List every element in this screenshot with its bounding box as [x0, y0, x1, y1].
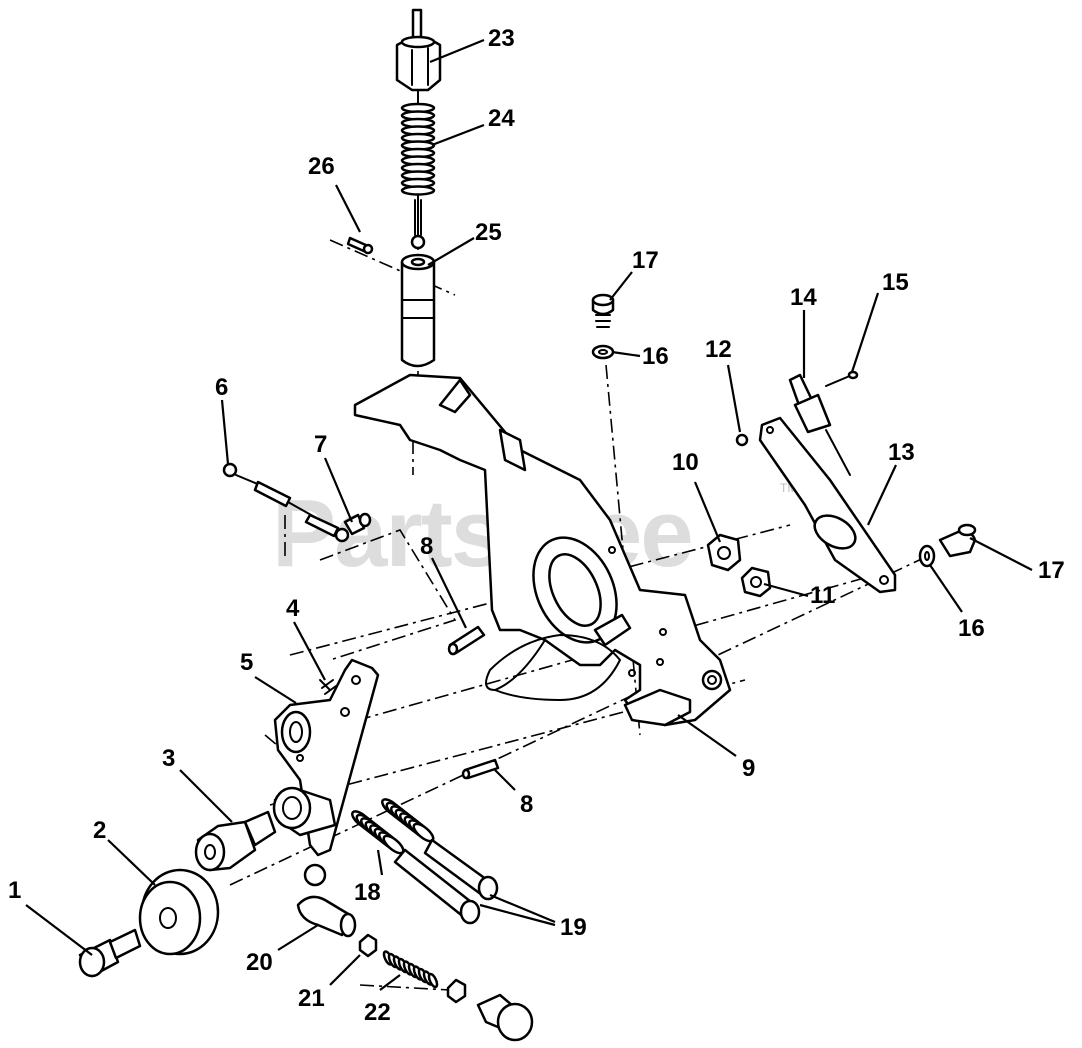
part-26-pin: [346, 236, 374, 255]
callout-8-upper: 8: [420, 533, 433, 560]
callout-6: 6: [215, 374, 228, 401]
callout-24: 24: [488, 105, 515, 132]
callout-13: 13: [888, 439, 915, 466]
part-13-plate: [758, 416, 897, 594]
callout-17-right: 17: [1038, 557, 1065, 584]
part-22-threaded-rod: [382, 950, 439, 989]
part-16-washer-top: [591, 344, 615, 360]
main-bracket: [353, 373, 732, 727]
callout-4: 4: [286, 595, 300, 622]
part-bearing-socket: [272, 786, 337, 837]
part-10-nut: [706, 533, 742, 572]
part-2-pulley: [138, 868, 220, 956]
part-5-lever-arm: [273, 658, 380, 857]
part-21-nut: [358, 933, 378, 958]
callout-20: 20: [246, 949, 273, 976]
part-21-nut-lower: [446, 978, 467, 1004]
callout-7: 7: [314, 431, 327, 458]
part-18-springs: [351, 798, 435, 855]
callout-26: 26: [308, 153, 335, 180]
callout-9: 9: [742, 755, 755, 782]
part-7-screw: [343, 512, 372, 536]
part-1-bolt: [78, 928, 142, 978]
callout-12: 12: [705, 336, 732, 363]
callout-2: 2: [93, 817, 106, 844]
callout-1: 1: [8, 877, 21, 904]
callout-15: 15: [882, 269, 909, 296]
part-25-bushing: [400, 253, 436, 368]
callout-21: 21: [298, 985, 325, 1012]
part-19-bolts: [393, 838, 499, 925]
ball-lower-icon: [303, 863, 327, 887]
part-16-washer-right: [918, 544, 936, 568]
callout-22: 22: [364, 999, 391, 1026]
part-15-screw: [825, 370, 859, 387]
part-4-spring-clip: [319, 679, 337, 695]
callout-23: 23: [488, 25, 515, 52]
part-23-fitting: [395, 8, 442, 92]
ball-icon: [410, 234, 426, 250]
callout-3: 3: [162, 745, 175, 772]
part-20-elbow: [296, 895, 357, 938]
callout-labels: 23 24 26 25 17 16 14 15 12 10 11 13 17 1…: [8, 25, 1065, 1026]
callout-17-top: 17: [632, 247, 659, 274]
part-8-pin-lower: [461, 758, 500, 780]
callout-5: 5: [240, 649, 253, 676]
knob-bottom: [476, 993, 534, 1042]
part-3-bushing: [194, 810, 277, 872]
part-11-nut: [740, 566, 772, 598]
callout-19: 19: [560, 914, 587, 941]
callout-16-top: 16: [642, 343, 669, 370]
part-14-switch: [788, 373, 851, 476]
part-12-nut: [735, 433, 749, 447]
part-17-screw-right: [938, 523, 977, 558]
callout-16-right: 16: [958, 615, 985, 642]
part-6-cable: [222, 462, 350, 543]
part-17-screw-top: [591, 293, 615, 328]
leader-lines: [25, 38, 1033, 991]
part-24-spring: [400, 89, 436, 236]
callout-25: 25: [475, 219, 502, 246]
callout-14: 14: [790, 284, 817, 311]
callout-11: 11: [810, 582, 835, 609]
callout-18: 18: [354, 879, 381, 906]
callout-8-lower: 8: [520, 791, 533, 818]
part-8-pin-upper: [447, 625, 486, 656]
callout-10: 10: [672, 449, 699, 476]
